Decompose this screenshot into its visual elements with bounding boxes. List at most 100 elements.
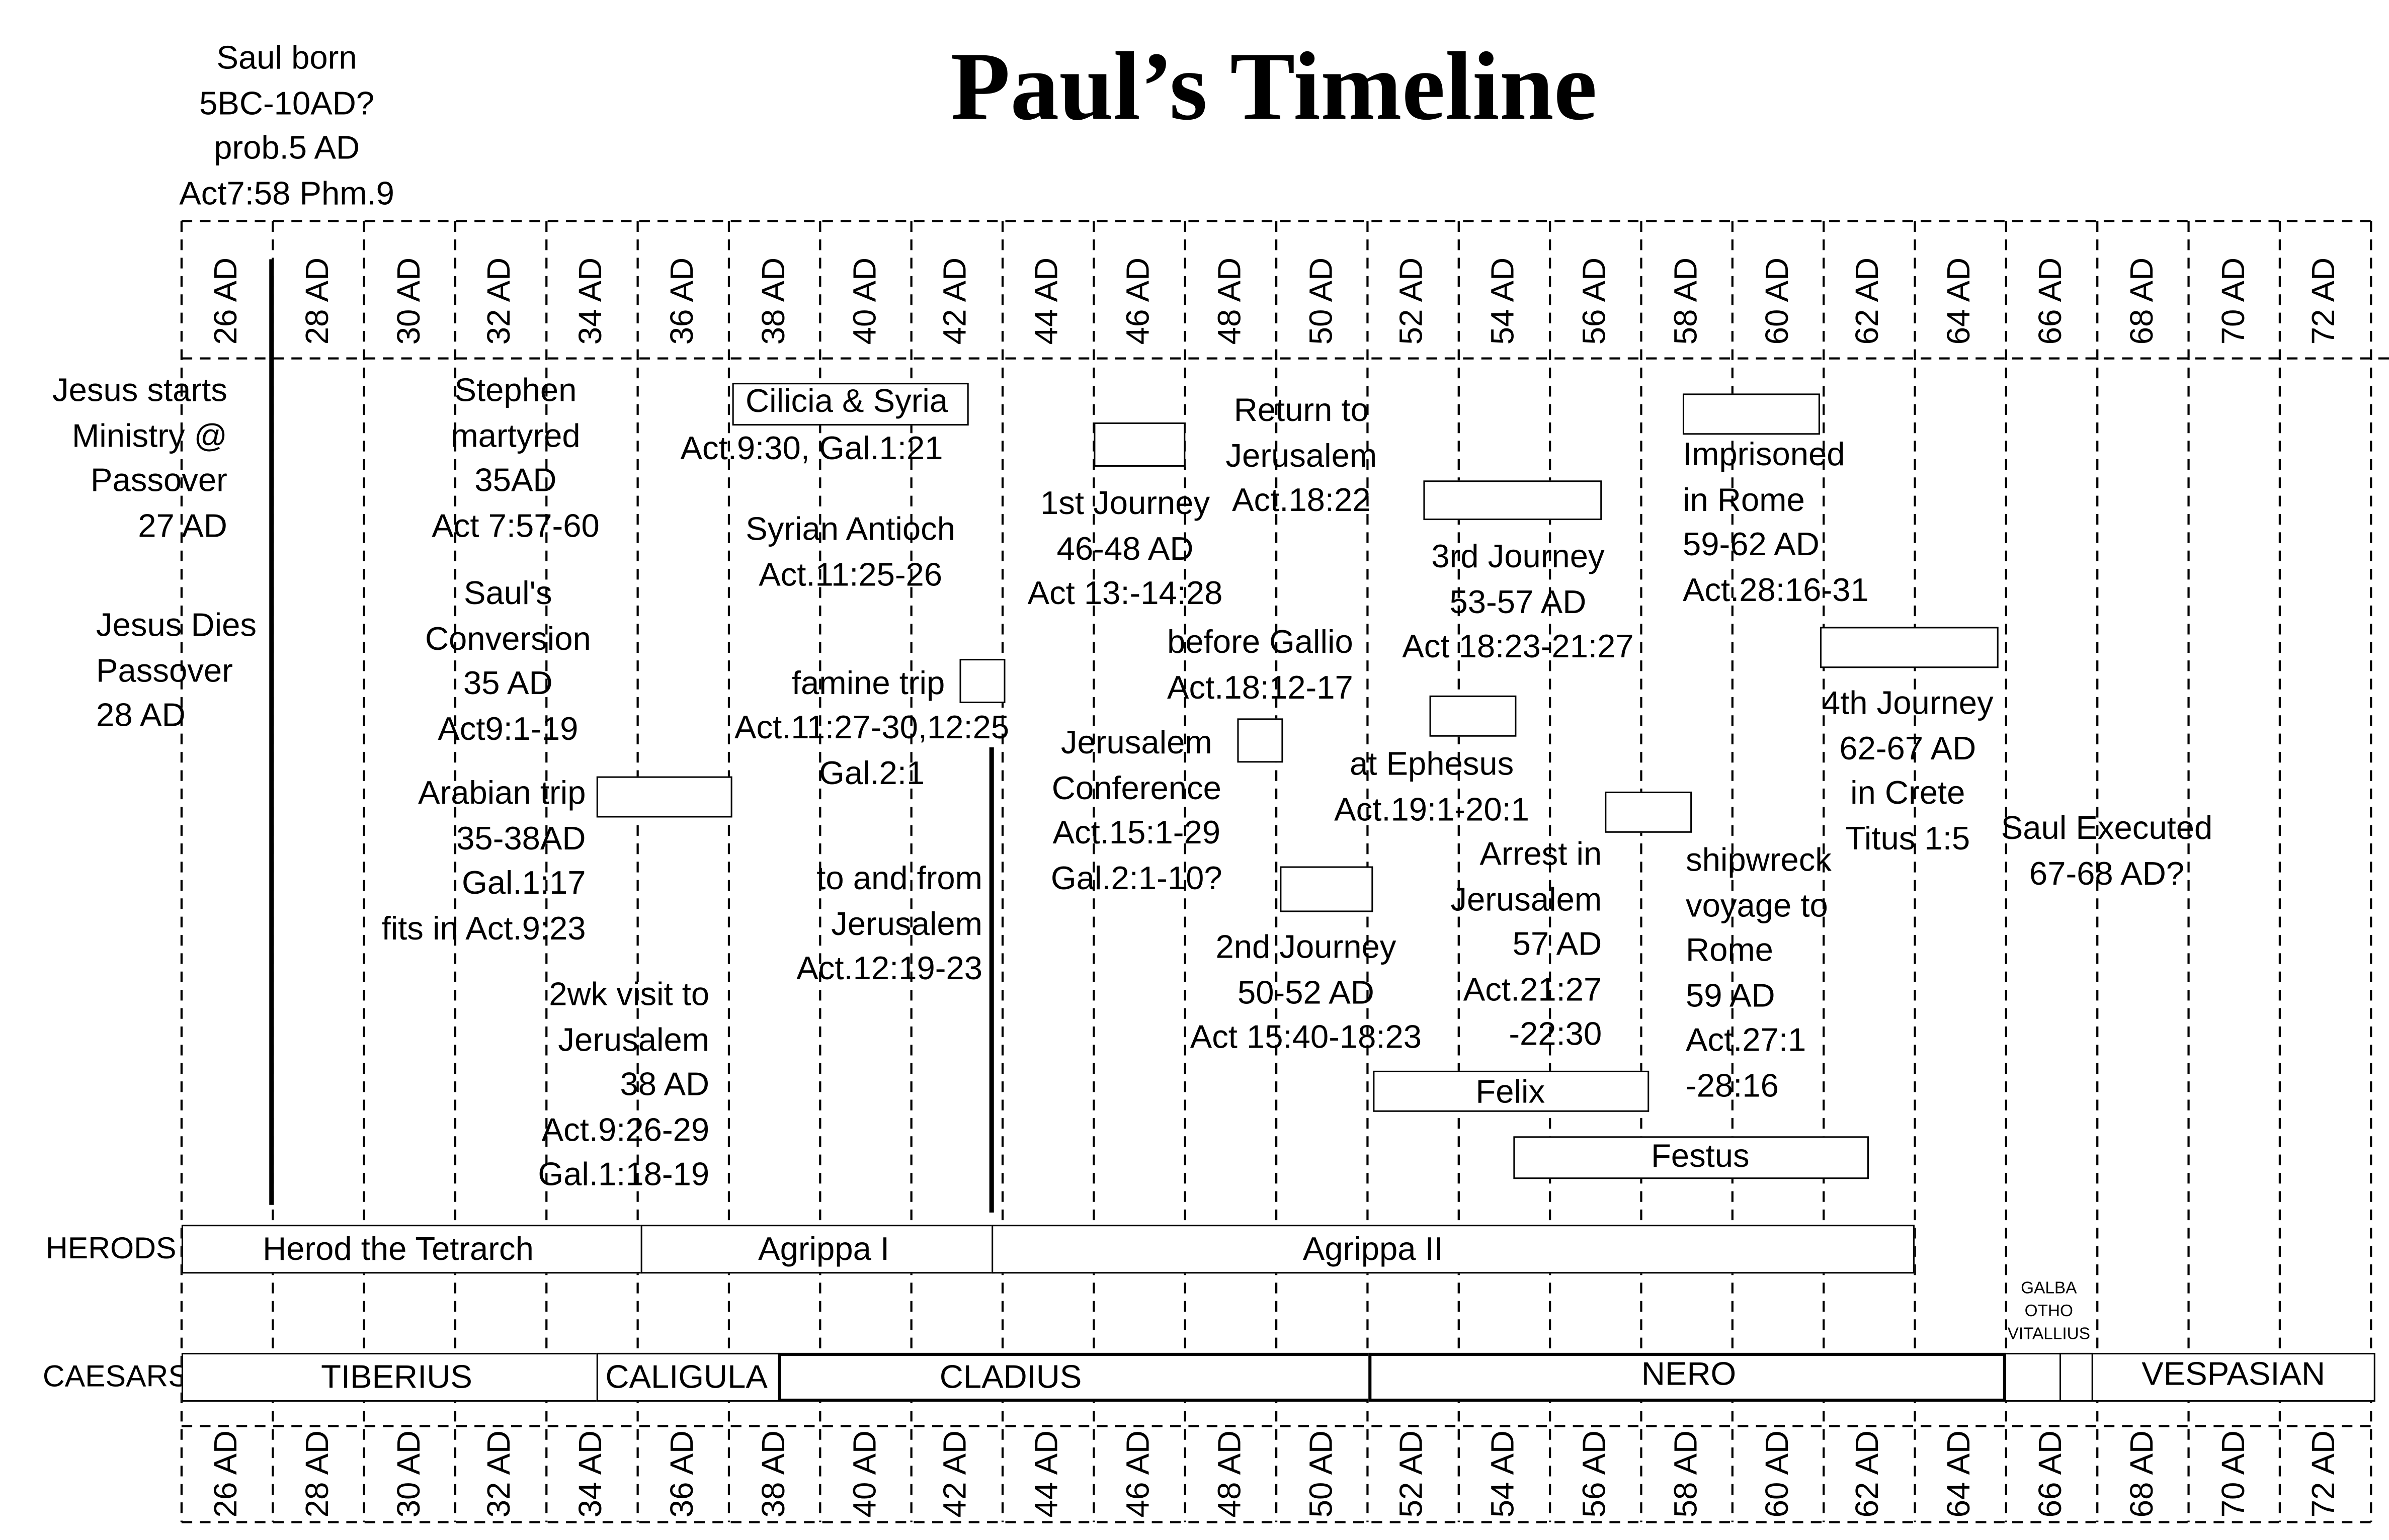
fourth-journey-box bbox=[1820, 627, 1999, 668]
stephen-note: Stephen martyred 35AD Act 7:57-60 bbox=[432, 372, 600, 544]
famine-ref-note: Act.11:27-30,12:25 Gal.2:1 bbox=[734, 709, 1010, 791]
first-journey-box bbox=[1094, 422, 1186, 467]
jerusalem-conf-note: Jerusalem Conference Act.15:1-29 Gal.2:1… bbox=[1050, 724, 1222, 896]
year-label: 26 AD bbox=[209, 1430, 244, 1518]
arrest-box bbox=[1605, 791, 1692, 833]
year-label: 40 AD bbox=[847, 257, 883, 345]
year-label: 58 AD bbox=[1668, 1430, 1704, 1518]
herod-tetrarch-bar bbox=[181, 1225, 642, 1274]
nero-bar bbox=[1368, 1352, 2006, 1402]
agrippa-ii-label: Agrippa II bbox=[1302, 1231, 1443, 1268]
cladius-label: CLADIUS bbox=[939, 1359, 1082, 1396]
year-label: 34 AD bbox=[573, 1430, 609, 1518]
year-label: 64 AD bbox=[1942, 257, 1978, 345]
jesus-dies-note: Jesus Dies Passover 28 AD bbox=[96, 607, 257, 734]
saul-born-note: Saul born 5BC-10AD? prob.5 AD Act7:58 Ph… bbox=[179, 39, 394, 212]
famine-trip-note: famine trip bbox=[791, 665, 945, 702]
arabian-box bbox=[596, 776, 732, 818]
two-week-note: 2wk visit to Jerusalem 38 AD Act.9:26-29… bbox=[538, 976, 710, 1193]
year-label: 36 AD bbox=[665, 257, 700, 345]
year-label: 64 AD bbox=[1942, 1430, 1978, 1518]
year-label: 44 AD bbox=[1030, 257, 1065, 345]
year-label: 38 AD bbox=[756, 1430, 791, 1518]
year-label: 72 AD bbox=[2307, 257, 2342, 345]
agrippa-ii-bar bbox=[992, 1225, 1915, 1274]
year-label: 68 AD bbox=[2124, 1430, 2160, 1518]
executed-note: Saul Executed 67-68 AD? bbox=[2001, 810, 2213, 892]
conversion-note: Saul's Conversion 35 AD Act9:1-19 bbox=[425, 575, 591, 747]
third-journey-box bbox=[1423, 480, 1602, 521]
year-label: 50 AD bbox=[1303, 1430, 1339, 1518]
year-label: 60 AD bbox=[1760, 257, 1795, 345]
cilicia-box bbox=[732, 383, 969, 426]
year-label: 44 AD bbox=[1030, 1430, 1065, 1518]
cilicia-ref-note: Act.9:30, Gal.1:21 bbox=[680, 430, 943, 467]
year-label: 52 AD bbox=[1394, 257, 1430, 345]
shipwreck-note: shipwreck voyage to Rome 59 AD Act.27:1 … bbox=[1686, 841, 1832, 1104]
gallio-note: before Gallio Act.18:12-17 bbox=[1167, 624, 1353, 706]
year-label: 54 AD bbox=[1486, 1430, 1521, 1518]
year-label: 46 AD bbox=[1121, 257, 1157, 345]
arabian-note: Arabian trip 35-38AD Gal.1:17 fits in Ac… bbox=[381, 775, 586, 947]
year-label: 62 AD bbox=[1851, 1430, 1886, 1518]
year-label: 54 AD bbox=[1486, 257, 1521, 345]
first-journey-note: 1st Journey 46-48 AD Act 13:-14:28 bbox=[1027, 485, 1223, 612]
year-label: 32 AD bbox=[482, 1430, 518, 1518]
year-label: 70 AD bbox=[2215, 257, 2251, 345]
ephesus-note: at Ephesus Act.19:1-20:1 bbox=[1334, 745, 1529, 828]
caligula-label: CALIGULA bbox=[605, 1359, 768, 1396]
year-label: 42 AD bbox=[938, 1430, 974, 1518]
agrippa-i-bar bbox=[640, 1225, 995, 1274]
year-label: 28 AD bbox=[300, 1430, 336, 1518]
jesus-starts-note: Jesus starts Ministry @ Passover 27 AD bbox=[52, 372, 227, 544]
imprisoned-note: Imprisoned in Rome 59-62 AD Act.28:16-31 bbox=[1682, 436, 1869, 608]
year-label: 66 AD bbox=[2033, 1430, 2069, 1518]
herods-label: HERODS bbox=[45, 1232, 177, 1266]
year-label: 30 AD bbox=[391, 1430, 427, 1518]
herod-tetrarch-label: Herod the Tetrarch bbox=[263, 1231, 534, 1268]
year-label: 36 AD bbox=[665, 1430, 700, 1518]
imprisoned-box bbox=[1682, 393, 1820, 435]
famine-box bbox=[959, 659, 1006, 704]
year-label: 34 AD bbox=[573, 257, 609, 345]
second-journey-box bbox=[1280, 866, 1373, 912]
short-reign-bar bbox=[2060, 1352, 2093, 1402]
syrian-antioch-note: Syrian Antioch Act.11:25-26 bbox=[746, 510, 956, 593]
year-label: 58 AD bbox=[1668, 257, 1704, 345]
year-label: 42 AD bbox=[938, 257, 974, 345]
felix-box bbox=[1373, 1070, 1650, 1112]
vespasian-label: VESPASIAN bbox=[2141, 1355, 2326, 1393]
year-label: 72 AD bbox=[2307, 1430, 2342, 1518]
second-journey-note: 2nd Journey 50-52 AD Act 15:40-18:23 bbox=[1190, 928, 1422, 1056]
year-label: 28 AD bbox=[300, 257, 336, 345]
conference-box bbox=[1237, 718, 1283, 763]
year-label: 46 AD bbox=[1121, 1430, 1157, 1518]
return-to-note: Return to Jerusalem Act.18:22 bbox=[1225, 392, 1377, 519]
year-label: 56 AD bbox=[1577, 257, 1613, 345]
caesars-label: CAESARS bbox=[42, 1360, 189, 1394]
year-label: 32 AD bbox=[482, 257, 518, 345]
agrippa-i-label: Agrippa I bbox=[758, 1231, 890, 1268]
caligula-bar bbox=[596, 1352, 780, 1402]
year-label: 60 AD bbox=[1760, 1430, 1795, 1518]
fourth-journey-note: 4th Journey 62-67 AD in Crete Titus 1:5 bbox=[1822, 685, 1994, 857]
cladius-bar bbox=[778, 1352, 1372, 1402]
year-label: 62 AD bbox=[1851, 257, 1886, 345]
nero-label: NERO bbox=[1641, 1355, 1737, 1393]
year-label: 66 AD bbox=[2033, 257, 2069, 345]
ephesus-box bbox=[1429, 695, 1517, 737]
year-label: 50 AD bbox=[1303, 257, 1339, 345]
year-label: 56 AD bbox=[1577, 1430, 1613, 1518]
cilicia-label: Cilicia & Syria bbox=[745, 383, 948, 419]
year-label: 48 AD bbox=[1212, 257, 1248, 345]
year-label: 38 AD bbox=[756, 257, 791, 345]
third-journey-note: 3rd Journey 53-57 AD Act 18:23-21:27 bbox=[1402, 538, 1634, 665]
year-label: 30 AD bbox=[391, 257, 427, 345]
year-label: 68 AD bbox=[2124, 257, 2160, 345]
to-and-from-note: to and from Jerusalem Act.12:19-23 bbox=[796, 860, 982, 987]
galba-otho-vitallius-label: GALBA OTHO VITALLIUS bbox=[2007, 1279, 2090, 1344]
festus-box bbox=[1513, 1136, 1869, 1179]
festus-label: Festus bbox=[1651, 1138, 1750, 1175]
